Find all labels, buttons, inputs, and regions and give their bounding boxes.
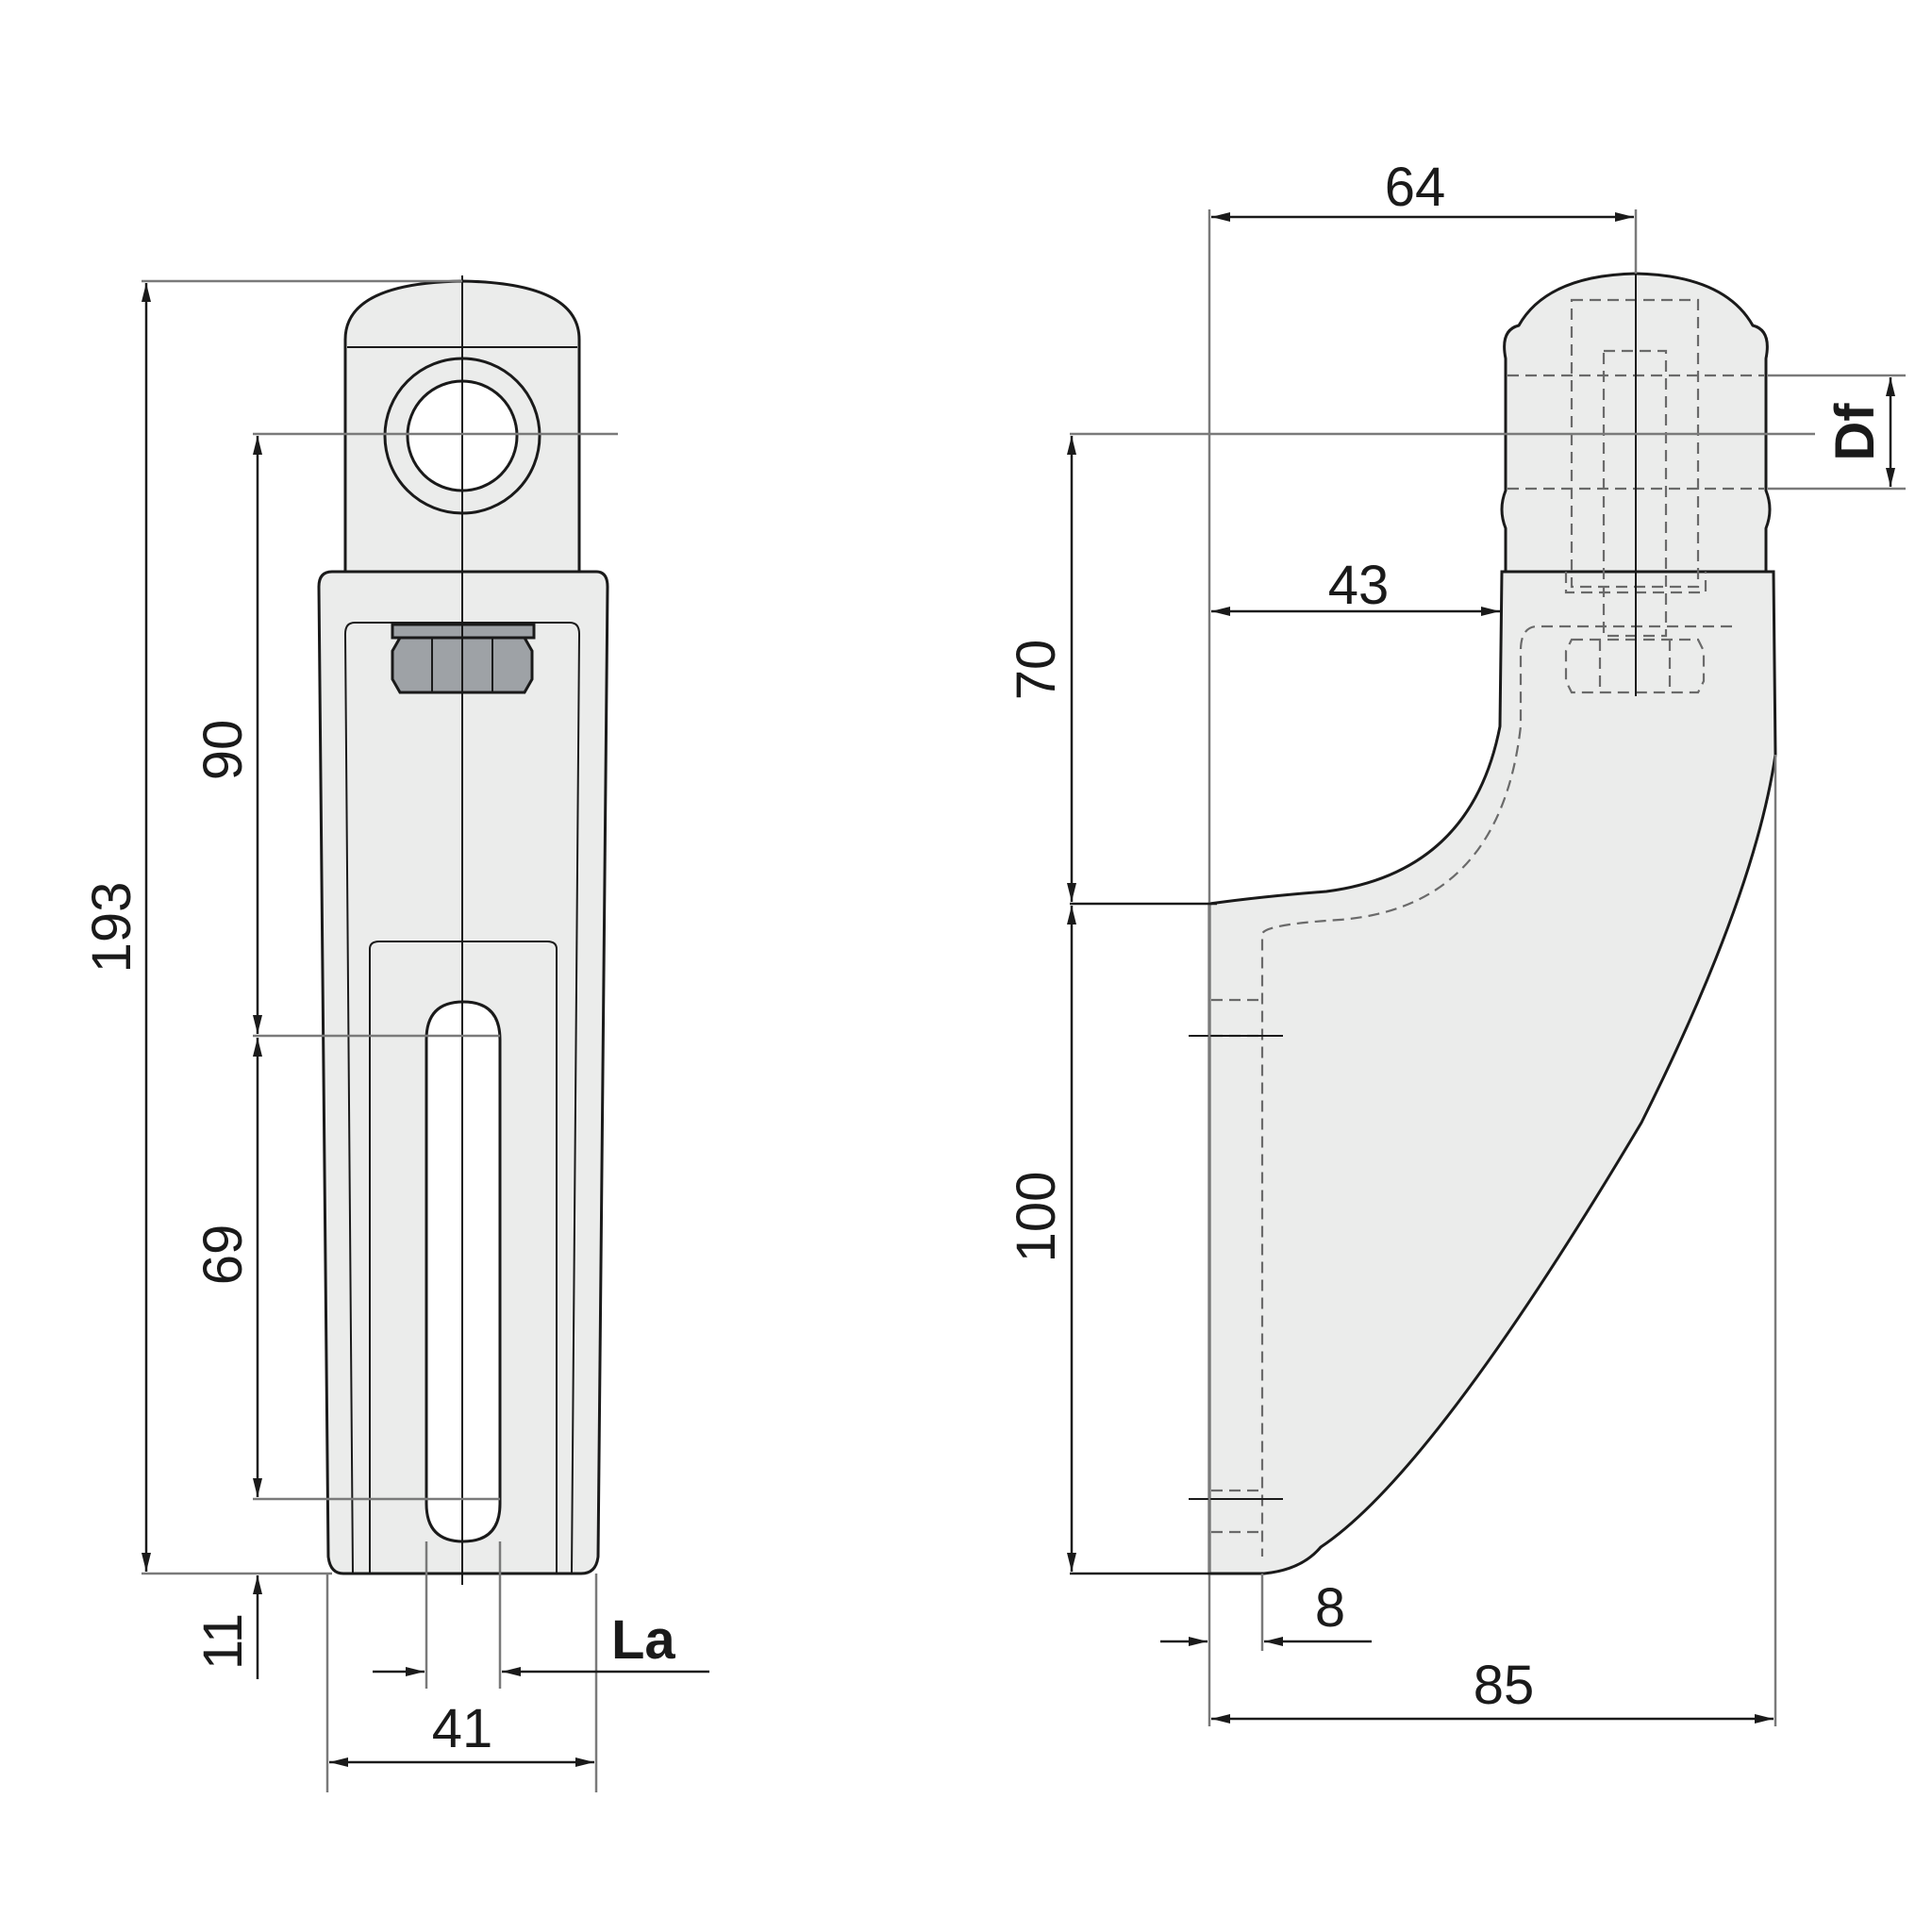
side-view: 64 Df 43 70 100 8 85 bbox=[1006, 157, 1906, 1726]
dim-label-41: 41 bbox=[432, 1698, 493, 1759]
dim-label-90: 90 bbox=[192, 720, 254, 781]
side-hook-body bbox=[1208, 570, 1777, 1575]
dim-label-df: Df bbox=[1824, 403, 1886, 461]
front-inner-outline bbox=[343, 622, 581, 1574]
dim-label-64: 64 bbox=[1385, 157, 1446, 218]
dim-label-43: 43 bbox=[1328, 555, 1390, 616]
dim-label-8: 8 bbox=[1315, 1577, 1345, 1639]
side-hidden-inner-wall bbox=[1260, 625, 1732, 1557]
side-hidden-lower-hole bbox=[1211, 1489, 1260, 1534]
side-hidden-nut bbox=[1564, 638, 1706, 694]
dim-label-69: 69 bbox=[192, 1224, 254, 1286]
dim-label-11: 11 bbox=[192, 1613, 254, 1670]
dim-label-la: La bbox=[611, 1609, 675, 1671]
dim-label-85: 85 bbox=[1474, 1655, 1535, 1716]
dim-label-100: 100 bbox=[1006, 1172, 1067, 1263]
front-view: 193 90 69 11 La 41 bbox=[81, 275, 709, 1792]
dim-label-193: 193 bbox=[81, 882, 142, 974]
dim-label-70: 70 bbox=[1006, 640, 1067, 701]
